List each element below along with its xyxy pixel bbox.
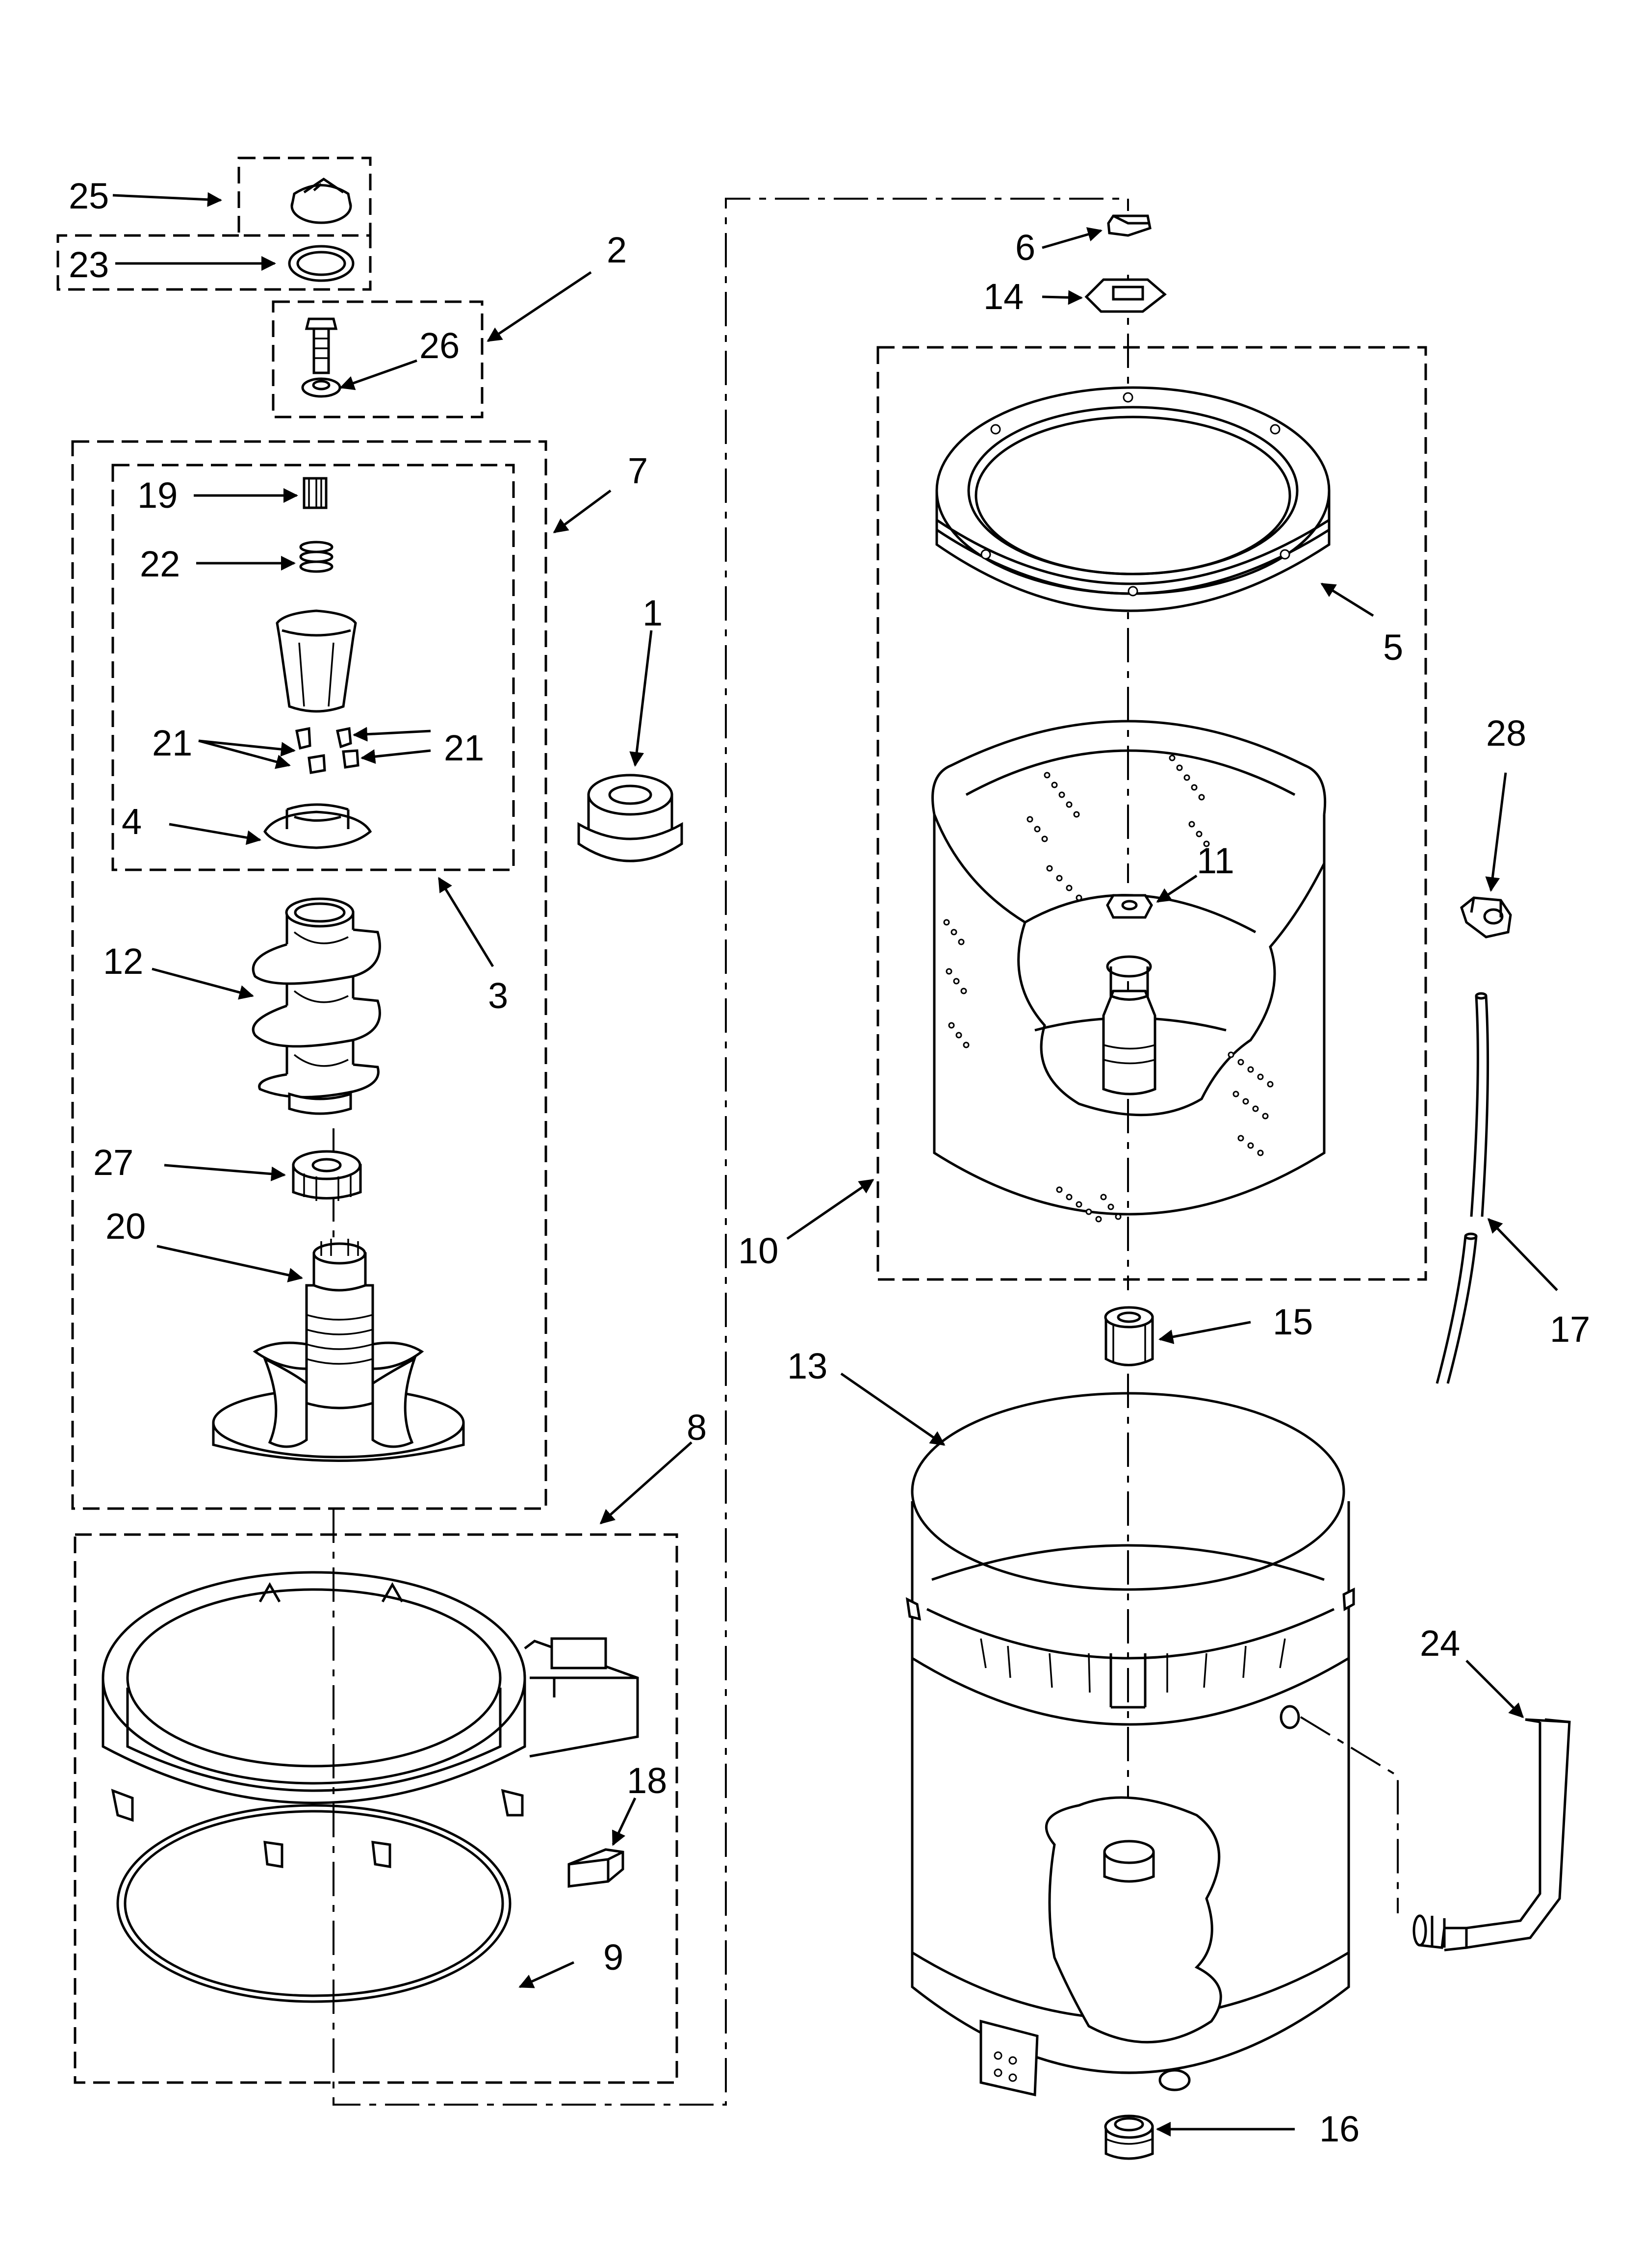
part-13-outer-tub [905,1392,1355,2097]
part-14-hub-plate [1084,278,1167,313]
part-26-washer [301,377,341,398]
part-11-spanner-nut [1106,894,1153,919]
callout-14: 14 [983,276,1024,317]
part-15-tub-bearing [1104,1306,1154,1366]
callout-8: 8 [687,1407,707,1448]
part-22-spring [299,541,334,573]
callout-6: 6 [1015,227,1035,268]
callout-arrows [112,192,1558,2137]
callout-24: 24 [1420,1623,1460,1664]
basket-perforations [943,755,1274,1223]
part-18-clip [567,1848,624,1888]
callout-10: 10 [738,1230,778,1271]
callout-22: 22 [140,544,180,584]
callout-13: 13 [787,1346,827,1386]
part-28-hose-clip [1460,896,1512,938]
part-4-agitator-adapter [263,803,372,849]
part-21-agitator-dogs [295,727,359,774]
callout-11: 11 [1197,840,1234,881]
callout-5: 5 [1383,627,1403,668]
callout-16: 16 [1319,2109,1360,2149]
part-19-cap [303,477,328,509]
part-12-auger [252,897,381,1115]
part-16-drain-plug [1104,2114,1154,2160]
callout-26: 26 [419,325,460,366]
callout-21-left: 21 [152,723,192,763]
group-box-2 [272,300,484,418]
part-2-bolt [305,317,338,374]
callout-28: 28 [1486,713,1526,754]
callout-3: 3 [488,975,508,1016]
callout-20: 20 [105,1206,146,1247]
callout-4: 4 [122,801,142,842]
callout-7: 7 [628,450,648,491]
callout-18: 18 [627,1760,667,1801]
part-25-cap [290,177,352,224]
group-box-8 [74,1533,678,2084]
part-24-drain-hose [1412,1718,1571,1952]
agitator-cam-body [276,609,357,713]
part-9-tub-ring-gasket [116,1804,512,2003]
part-23-seal-ring [288,245,355,282]
group-box-23 [56,234,372,291]
group-box-10 [876,346,1427,1281]
part-10-wash-basket [931,720,1327,1223]
callout-labels: 25 23 2 26 7 19 22 21 21 4 1 3 12 27 20 … [69,176,1590,2149]
callout-25: 25 [69,176,109,216]
part-8-tub-ring [102,1571,639,1868]
part-5-balance-ring [935,386,1331,612]
callout-1: 1 [642,593,663,633]
part-6-nut [1107,214,1152,237]
callout-27: 27 [93,1142,133,1183]
part-1-seal-bearing [577,774,683,862]
callout-23: 23 [69,244,109,285]
part-20-agitator-base [212,1239,465,1462]
group-box-7 [71,440,547,1510]
callout-21-right: 21 [444,728,484,768]
callout-9: 9 [603,1937,623,1978]
callout-15: 15 [1273,1302,1313,1342]
callout-17: 17 [1550,1309,1590,1350]
part-17-hose [1436,992,1489,1384]
group-box-3 [111,464,515,871]
part-27-drive-bell [292,1150,362,1201]
callout-2: 2 [607,230,627,270]
callout-19: 19 [137,475,178,516]
callout-12: 12 [103,941,143,982]
